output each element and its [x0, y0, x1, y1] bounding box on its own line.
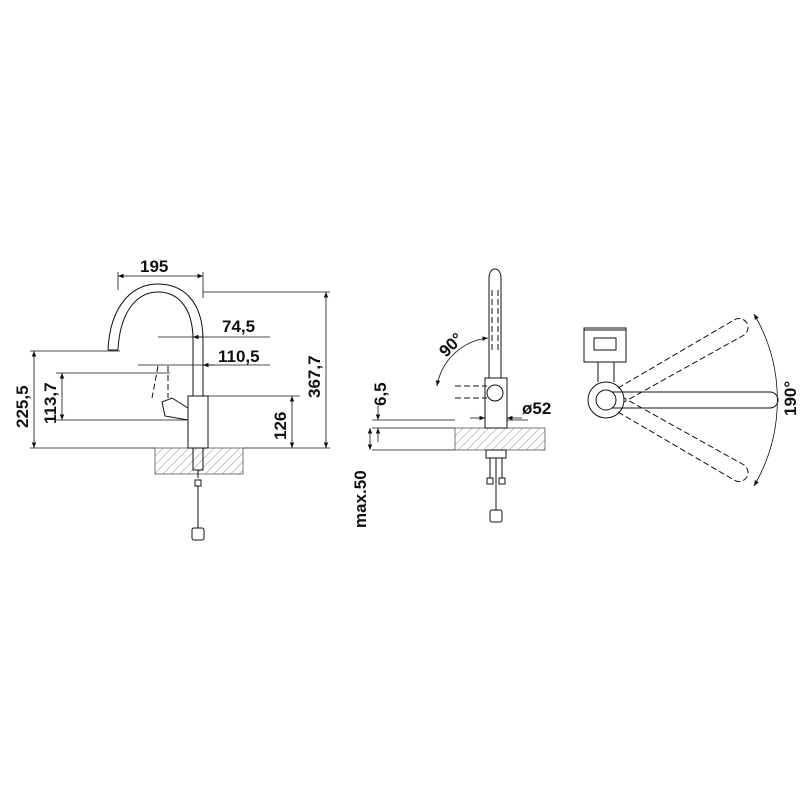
side-hose-end	[489, 509, 503, 523]
top-view: 190°	[583, 313, 800, 487]
dim-diameter-52: ø52	[522, 399, 551, 418]
top-handle	[583, 327, 627, 363]
top-base	[587, 381, 625, 419]
side-supply-hoses	[486, 458, 506, 510]
dim-total-height-367-7: 367,7	[305, 355, 324, 398]
dim-angle-90: 90°	[435, 329, 467, 361]
top-spout-swivel-up	[617, 318, 749, 403]
dim-deck-6-5: 6,5	[371, 382, 390, 406]
top-spout-swivel-down	[617, 397, 749, 482]
dim-body-height-126: 126	[271, 412, 290, 440]
dim-width-195: 195	[140, 257, 168, 276]
dim-swivel-190: 190°	[781, 381, 800, 416]
side-spout	[488, 268, 502, 378]
side-countertop	[454, 427, 546, 451]
front-handle	[161, 397, 189, 421]
side-view: 90° 6,5 max.50 ø52	[351, 268, 551, 528]
front-spout	[117, 291, 194, 396]
dim-handle-height-113-7: 113,7	[41, 382, 60, 424]
front-faucet-body	[187, 395, 209, 449]
dim-height-225-5: 225,5	[13, 385, 32, 428]
top-swivel-arc	[753, 313, 778, 487]
front-supply-hose	[194, 470, 202, 528]
side-angle-arc	[435, 336, 489, 387]
dim-spout-offset-74-5: 74,5	[222, 317, 255, 336]
side-shank	[485, 449, 507, 459]
dim-spray-offset-110-5: 110,5	[218, 347, 260, 366]
top-spout	[612, 391, 779, 409]
front-view: 195 74,5 110,5 225,5 113,7 126 367,7	[13, 257, 330, 541]
side-handle-pivot	[486, 384, 504, 402]
front-hose-end	[191, 527, 205, 541]
side-faucet-body	[484, 377, 508, 429]
dim-max-50: max.50	[351, 470, 370, 528]
